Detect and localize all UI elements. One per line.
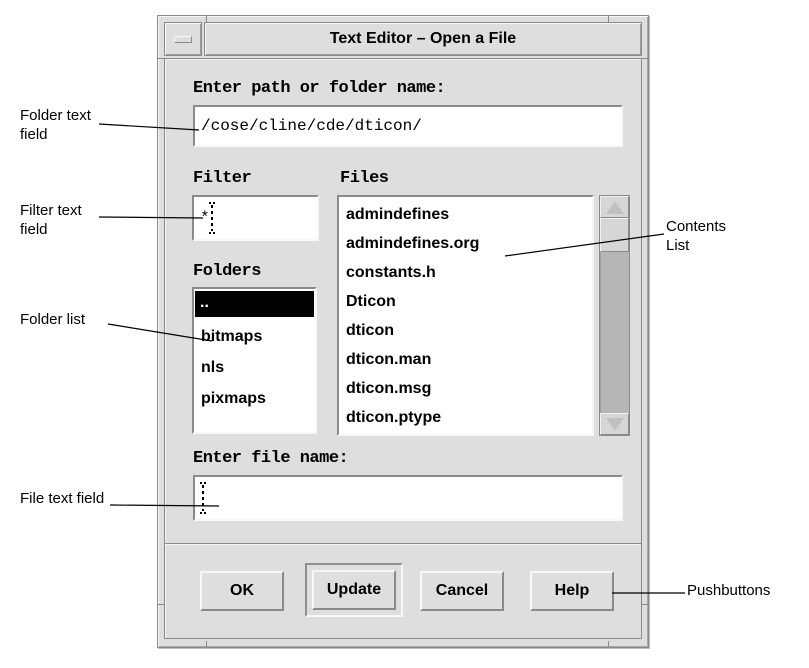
window-title: Text Editor – Open a File (329, 30, 517, 47)
button-area-separator (165, 543, 641, 545)
list-item[interactable]: dticon (346, 322, 394, 339)
resize-frame-notch (206, 16, 207, 22)
file-name-input[interactable] (193, 475, 623, 521)
window-menu-dash-icon (174, 35, 192, 43)
window-menu-button[interactable] (164, 22, 202, 56)
list-item[interactable]: nls (201, 359, 225, 376)
files-label: Files (340, 169, 389, 188)
filter-value: * (200, 209, 210, 227)
annotation-line: List (666, 237, 690, 254)
scroll-up-button[interactable] (600, 196, 629, 218)
annotation-line: Folder text (20, 107, 91, 124)
scrollbar-thumb[interactable] (600, 218, 629, 252)
file-name-label: Enter file name: (193, 449, 349, 468)
list-item[interactable]: dticon.man (346, 351, 432, 368)
list-item[interactable]: dticon.msg (346, 380, 432, 397)
default-button-ring: Update (305, 563, 403, 617)
scroll-down-button[interactable] (600, 413, 629, 435)
annotation-line: field (20, 221, 48, 238)
list-item[interactable]: .. (195, 291, 314, 317)
list-item[interactable]: admindefines.org (346, 235, 480, 252)
resize-frame-notch (608, 16, 609, 22)
resize-frame-notch (642, 604, 648, 605)
update-button[interactable]: Update (312, 570, 396, 610)
files-scrollbar[interactable] (599, 195, 630, 436)
ok-button[interactable]: OK (200, 571, 284, 611)
path-label: Enter path or folder name: (193, 79, 446, 98)
help-button[interactable]: Help (530, 571, 614, 611)
annotation-folder-list: Folder list (20, 310, 85, 329)
resize-frame-notch (158, 604, 164, 605)
titlebar[interactable]: Text Editor – Open a File (204, 22, 642, 56)
annotation-line: Folder list (20, 311, 86, 328)
annotation-line: Pushbuttons (687, 582, 771, 599)
annotation-pushbuttons: Pushbuttons (687, 581, 770, 600)
folder-path-value: /cose/cline/cde/dticon/ (201, 117, 422, 135)
annotation-line: Filter text (20, 202, 82, 219)
annotation-line: File text field (20, 490, 105, 507)
dialog-content: Enter path or folder name: /cose/cline/c… (164, 58, 642, 639)
open-file-dialog: Text Editor – Open a File Enter path or … (157, 15, 649, 648)
cancel-button[interactable]: Cancel (420, 571, 504, 611)
resize-frame-notch (158, 58, 164, 59)
resize-frame-notch (608, 641, 609, 647)
annotation-line: Contents (666, 218, 727, 235)
folder-path-input[interactable]: /cose/cline/cde/dticon/ (193, 105, 623, 147)
folders-label: Folders (193, 262, 261, 281)
filter-input[interactable]: * (192, 195, 319, 241)
filter-label: Filter (193, 169, 252, 188)
arrow-up-icon (605, 200, 624, 214)
text-cursor-icon (208, 202, 216, 234)
list-item[interactable]: bitmaps (201, 328, 263, 345)
scrollbar-track[interactable] (600, 252, 629, 413)
list-item[interactable]: Dticon (346, 293, 396, 310)
annotation-folder-text-field: Folder text field (20, 106, 91, 144)
arrow-down-icon (605, 417, 624, 431)
annotation-contents-list: Contents List (666, 217, 726, 255)
list-item[interactable]: constants.h (346, 264, 436, 281)
annotation-file-text-field: File text field (20, 489, 104, 508)
resize-frame-notch (206, 641, 207, 647)
resize-frame-notch (642, 58, 648, 59)
list-item[interactable]: admindefines (346, 206, 450, 223)
list-item[interactable]: pixmaps (201, 390, 266, 407)
folders-list[interactable]: .. bitmaps nls pixmaps (192, 287, 317, 434)
annotation-line: field (20, 126, 48, 143)
list-item[interactable]: dticon.ptype (346, 409, 442, 426)
annotation-filter-text-field: Filter text field (20, 201, 82, 239)
text-cursor-icon (200, 482, 207, 514)
